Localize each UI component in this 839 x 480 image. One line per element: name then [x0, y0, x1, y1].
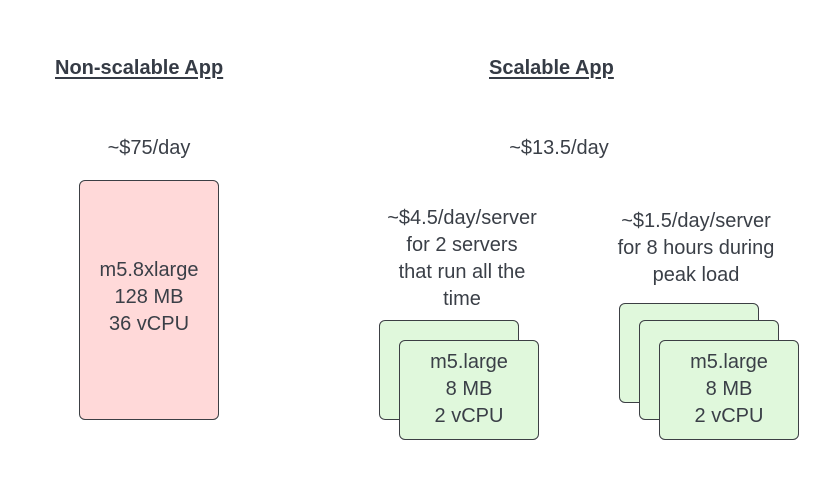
peak-load-server-box-front: m5.large 8 MB 2 vCPU	[659, 340, 799, 440]
note-line: ~$4.5/day/server	[387, 207, 537, 229]
scalable-heading: Scalable App	[489, 57, 614, 79]
instance-memory: 8 MB	[705, 378, 753, 400]
note-line: time	[443, 288, 481, 310]
always-on-servers-note: ~$4.5/day/server for 2 servers that run …	[362, 205, 562, 313]
server-specs: m5.large 8 MB 2 vCPU	[660, 349, 798, 430]
note-line: peak load	[652, 264, 740, 286]
instance-cpu: 2 vCPU	[434, 405, 504, 427]
peak-load-servers-note: ~$1.5/day/server for 8 hours during peak…	[596, 208, 796, 289]
note-line: ~$1.5/day/server	[621, 210, 771, 232]
note-line: for 2 servers	[406, 234, 518, 256]
instance-memory: 8 MB	[445, 378, 493, 400]
scalable-cost: ~$13.5/day	[509, 137, 609, 159]
server-specs: m5.large 8 MB 2 vCPU	[400, 349, 538, 430]
server-specs: m5.8xlarge 128 MB 36 vCPU	[80, 257, 218, 338]
instance-cpu: 2 vCPU	[694, 405, 764, 427]
always-on-server-box-front: m5.large 8 MB 2 vCPU	[399, 340, 539, 440]
note-line: for 8 hours during	[617, 237, 775, 259]
instance-type: m5.8xlarge	[99, 259, 199, 281]
note-line: that run all the	[398, 261, 526, 283]
instance-type: m5.large	[690, 351, 768, 373]
instance-cpu: 36 vCPU	[108, 313, 190, 335]
instance-memory: 128 MB	[114, 286, 184, 308]
non-scalable-heading: Non-scalable App	[55, 57, 224, 79]
non-scalable-server-box: m5.8xlarge 128 MB 36 vCPU	[79, 180, 219, 420]
non-scalable-cost: ~$75/day	[107, 137, 191, 159]
instance-type: m5.large	[430, 351, 508, 373]
